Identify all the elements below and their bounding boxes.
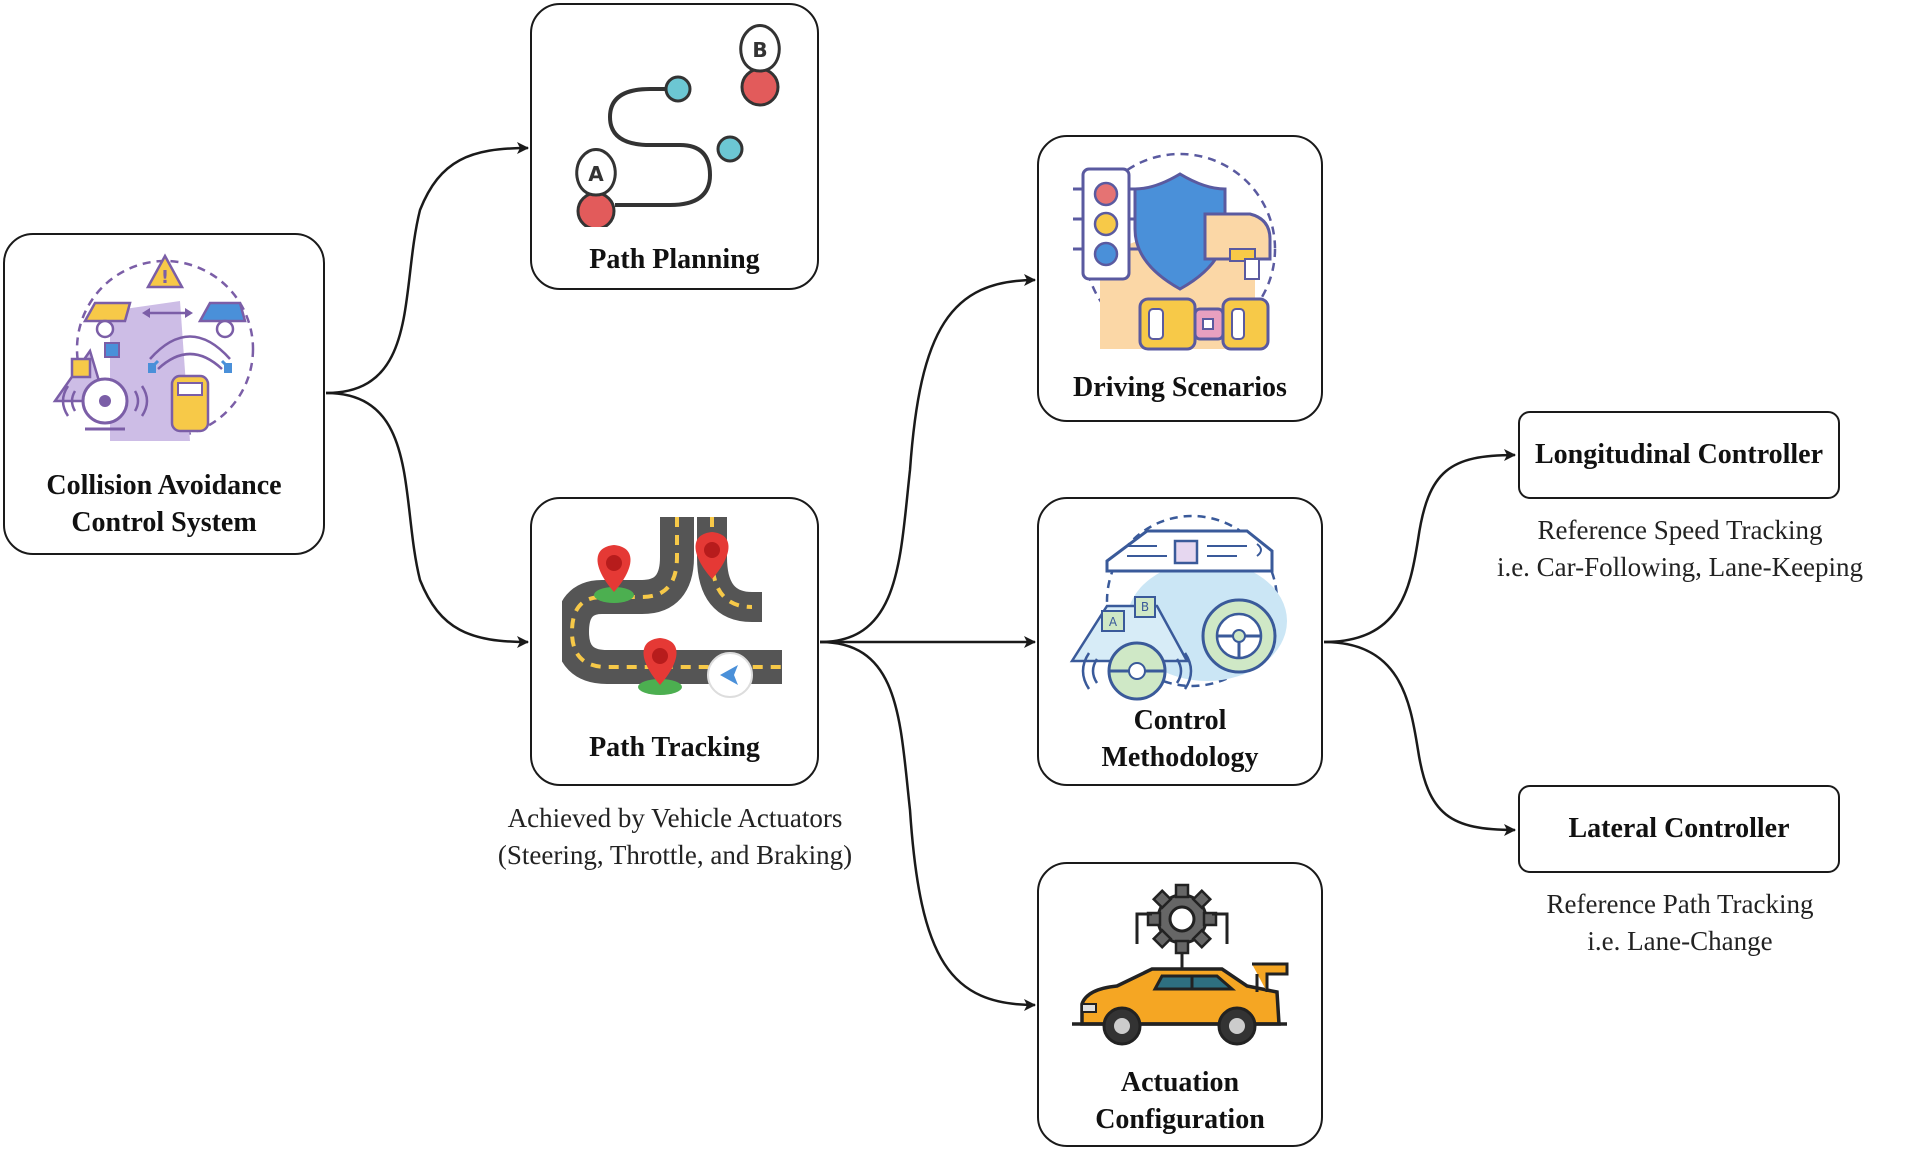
node-control-methodology: A B Control Methodology <box>1037 497 1323 786</box>
edge-control-to-lateral <box>1323 640 1516 836</box>
path-tracking-label: Path Tracking <box>589 732 760 763</box>
edge-tracking-to-actuation <box>819 640 1036 1011</box>
node-driving-scenarios: Driving Scenarios <box>1037 135 1323 422</box>
marker-a-label: A <box>588 162 604 186</box>
longitudinal-note-line2: i.e. Car-Following, Lane-Keeping <box>1496 552 1864 582</box>
lateral-note: Reference Path Tracking i.e. Lane-Change <box>1470 886 1890 960</box>
winding-road-pins-icon <box>562 517 782 698</box>
longitudinal-note-line1: Reference Speed Tracking <box>1537 515 1823 545</box>
lateral-note-line2: i.e. Lane-Change <box>1587 926 1773 956</box>
node-longitudinal-controller: Longitudinal Controller <box>1518 411 1840 499</box>
longitudinal-note: Reference Speed Tracking i.e. Car-Follow… <box>1470 512 1890 586</box>
marker-b-label: B <box>752 38 767 62</box>
edge-root-to-path-tracking <box>325 391 529 648</box>
longitudinal-label: Longitudinal Controller <box>1534 439 1824 470</box>
edge-root-to-path-planning <box>325 142 529 395</box>
sports-car-gear-icon <box>1072 883 1289 1046</box>
collision-avoidance-icon: ! <box>52 253 255 441</box>
node-path-planning: B A Path Planning <box>530 3 819 290</box>
control-methodology-label: Control Methodology <box>1039 702 1321 776</box>
control-label-line1: Control <box>1133 705 1227 736</box>
node-collision-avoidance: ! Collision Avoidance Control System <box>3 233 325 555</box>
path-tracking-note-line2: (Steering, Throttle, and Braking) <box>497 840 853 870</box>
actuation-label-line2: Configuration <box>1095 1104 1265 1135</box>
traffic-light-shield-seatbelt-icon <box>1073 152 1277 351</box>
svg-text:!: ! <box>161 267 169 288</box>
control-label-line2: Methodology <box>1101 742 1259 773</box>
actuation-label: Actuation Configuration <box>1039 1064 1321 1138</box>
lateral-note-line1: Reference Path Tracking <box>1546 889 1814 919</box>
actuation-label-line1: Actuation <box>1120 1067 1240 1098</box>
edge-control-to-longitudinal <box>1323 449 1516 644</box>
root-label-line2: Control System <box>71 507 257 538</box>
route-a-to-b-icon: B A <box>575 24 781 227</box>
control-tag-a: A <box>1109 615 1118 629</box>
path-tracking-note: Achieved by Vehicle Actuators (Steering,… <box>460 800 890 874</box>
path-tracking-note-line1: Achieved by Vehicle Actuators <box>507 803 843 833</box>
node-actuation-configuration: Actuation Configuration <box>1037 862 1323 1147</box>
root-label: Collision Avoidance Control System <box>5 467 323 541</box>
edge-tracking-to-scenarios <box>819 274 1036 644</box>
path-planning-label: Path Planning <box>589 244 760 275</box>
root-label-line1: Collision Avoidance <box>46 470 282 501</box>
node-lateral-controller: Lateral Controller <box>1518 785 1840 873</box>
lateral-label: Lateral Controller <box>1568 813 1790 844</box>
driving-scenarios-label: Driving Scenarios <box>1073 372 1287 403</box>
car-steering-wheel-icon: A B <box>1069 514 1287 701</box>
control-tag-b: B <box>1141 600 1149 614</box>
node-path-tracking: Path Tracking <box>530 497 819 786</box>
